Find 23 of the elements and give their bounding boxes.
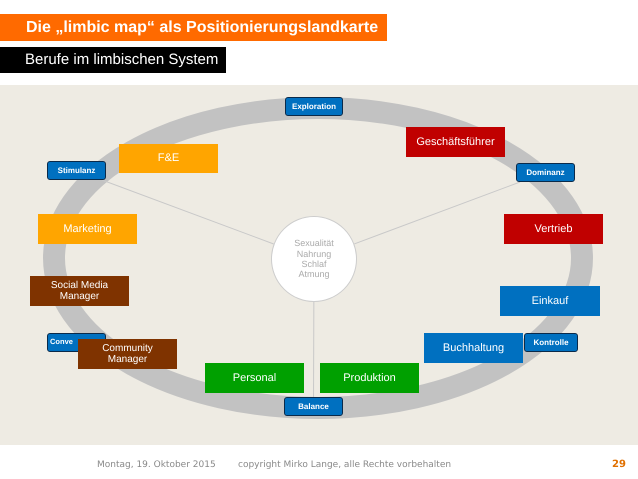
- job-box: Geschäftsführer: [406, 127, 505, 157]
- job-box: Marketing: [38, 214, 137, 244]
- job-box: Personal: [205, 363, 304, 393]
- job-box: Community Manager: [78, 339, 177, 369]
- dimension-tag: Balance: [284, 397, 343, 416]
- slide-subtitle: Berufe im limbischen System: [0, 47, 226, 73]
- page-number: 29: [612, 459, 626, 470]
- connector-line: [102, 180, 274, 244]
- date-text: Montag, 19. Oktober 2015: [97, 460, 216, 470]
- job-box: Vertrieb: [504, 214, 603, 244]
- copyright-text: copyright Mirko Lange, alle Rechte vorbehalten: [238, 460, 452, 470]
- job-box: Buchhaltung: [424, 333, 523, 363]
- dimension-tag: Exploration: [285, 97, 343, 116]
- job-box: Einkauf: [500, 286, 600, 316]
- connector-line: [354, 182, 521, 244]
- job-box: F&E: [119, 144, 218, 173]
- dimension-tag: Dominanz: [516, 163, 575, 182]
- dimension-tag: Stimulanz: [47, 161, 106, 180]
- connector-line: [313, 302, 314, 398]
- dimension-tag: Kontrolle: [524, 333, 578, 352]
- slide-title: Die „limbic map“ als Positionierungslandkarte: [0, 14, 388, 41]
- job-box: Produktion: [320, 363, 419, 393]
- job-box: Social Media Manager: [30, 276, 129, 306]
